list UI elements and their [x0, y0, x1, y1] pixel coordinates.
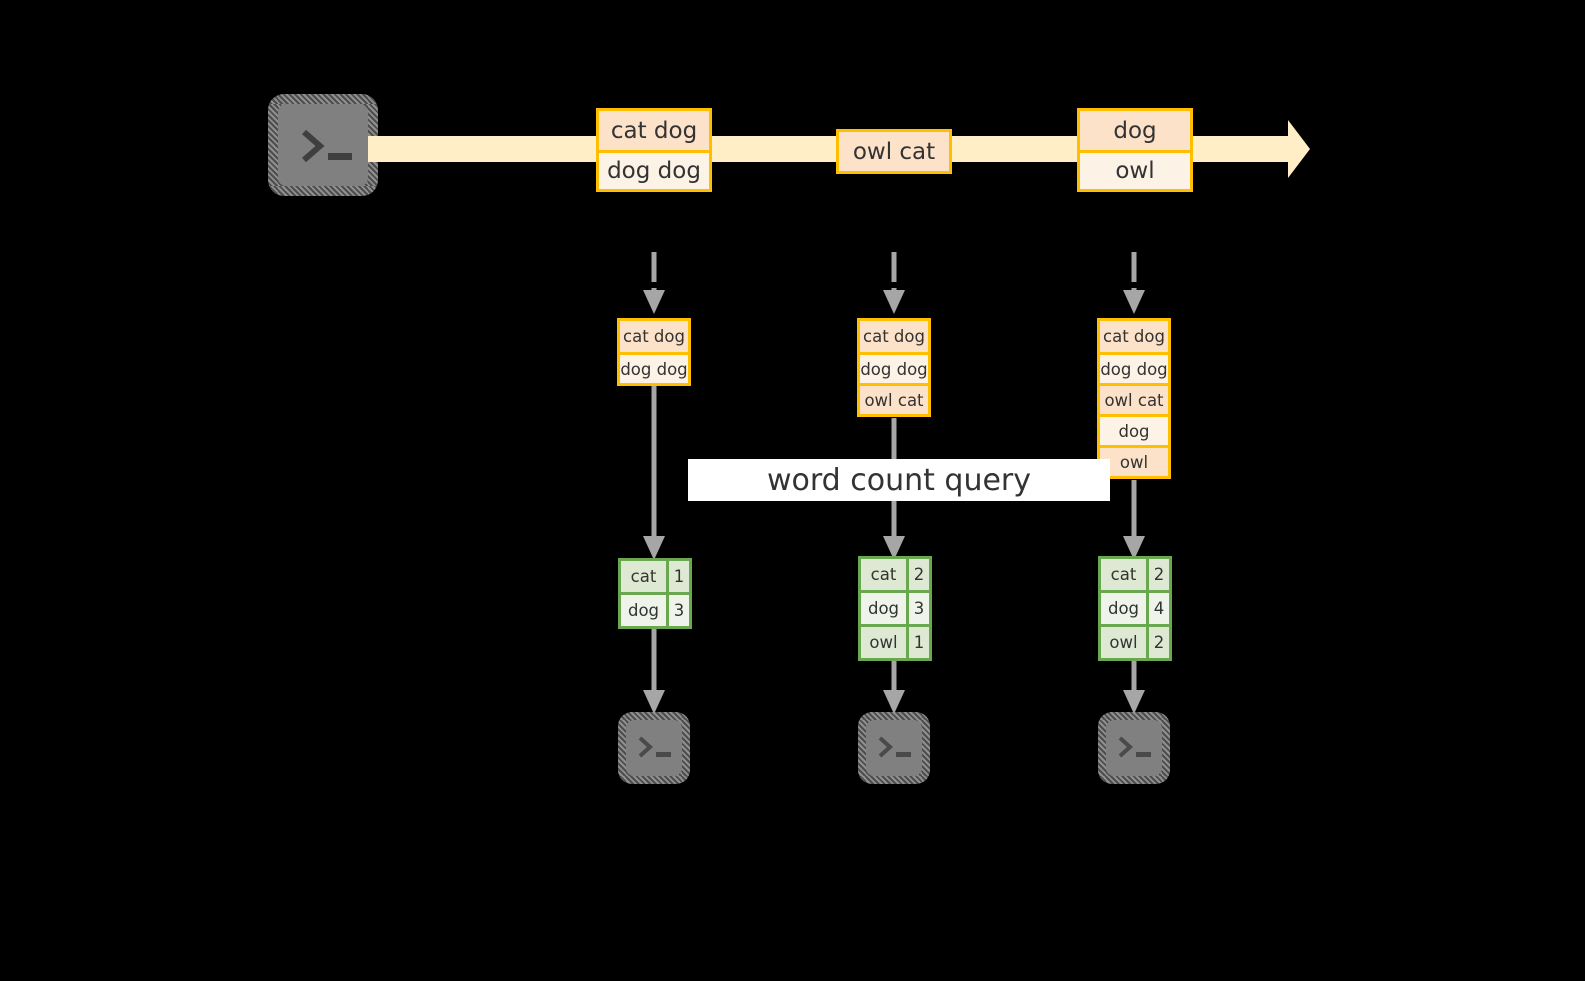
column-3-dashed-arrow-down-icon [1123, 252, 1145, 314]
stream-batch-2-row-1: owl cat [839, 132, 949, 171]
column-2-result-count-3: 1 [906, 627, 929, 658]
column-1-input-row-2: dog dog [620, 352, 688, 383]
column-3-input-row-5: owl [1100, 445, 1168, 476]
terminal-screen [626, 720, 682, 776]
table-row[interactable]: owl 1 [861, 624, 929, 658]
terminal-screen [1106, 720, 1162, 776]
column-2-result-count-2: 3 [906, 593, 929, 624]
stream-batch-3-row-1: dog [1080, 111, 1190, 150]
table-row[interactable]: dog 3 [621, 592, 689, 626]
stream-arrow-head-icon [1288, 120, 1310, 178]
column-2-result-word-2: dog [861, 593, 906, 624]
stream-batch-3-row-2: owl [1080, 150, 1190, 189]
table-row[interactable]: dog 3 [861, 590, 929, 624]
terminal-prompt-icon [878, 736, 911, 758]
column-2-result-table[interactable]: cat 2 dog 3 owl 1 [858, 556, 932, 661]
column-3-input-row-2: dog dog [1100, 352, 1168, 383]
column-1-sink-terminal-icon[interactable] [618, 712, 690, 784]
stream-batch-3[interactable]: dog owl [1077, 108, 1193, 192]
source-terminal-icon[interactable] [268, 94, 378, 196]
column-3-result-count-1: 2 [1146, 559, 1169, 590]
column-3-input-table[interactable]: cat dog dog dog owl cat dog owl [1097, 318, 1171, 479]
column-1-result-word-2: dog [621, 595, 666, 626]
terminal-prompt-icon [638, 736, 671, 758]
stream-batch-2[interactable]: owl cat [836, 129, 952, 174]
table-row[interactable]: cat 2 [861, 559, 929, 590]
column-2-input-row-3: owl cat [860, 383, 928, 414]
column-2-dashed-arrow-down-icon [883, 252, 905, 314]
column-2-sink-terminal-icon[interactable] [858, 712, 930, 784]
column-3-result-word-2: dog [1101, 593, 1146, 624]
table-row[interactable]: cat 2 [1101, 559, 1169, 590]
column-3-result-word-3: owl [1101, 627, 1146, 658]
column-3-input-row-4: dog [1100, 414, 1168, 445]
terminal-screen [278, 104, 368, 186]
column-3-result-count-2: 4 [1146, 593, 1169, 624]
column-3-result-word-1: cat [1101, 559, 1146, 590]
query-label: word count query [688, 459, 1110, 501]
column-1-result-count-2: 3 [666, 595, 689, 626]
column-1-sink-arrow-icon [643, 620, 665, 714]
column-1-dashed-arrow-down-icon [643, 252, 665, 314]
column-3-result-table[interactable]: cat 2 dog 4 owl 2 [1098, 556, 1172, 661]
column-1-query-arrow-icon [643, 386, 665, 560]
column-2-result-word-3: owl [861, 627, 906, 658]
column-2-input-row-1: cat dog [860, 321, 928, 352]
column-3-query-arrow-icon [1123, 480, 1145, 560]
column-2-result-word-1: cat [861, 559, 906, 590]
column-1-result-count-1: 1 [666, 561, 689, 592]
stream-batch-1-row-1: cat dog [599, 111, 709, 150]
column-3-input-row-1: cat dog [1100, 321, 1168, 352]
column-2-result-count-1: 2 [906, 559, 929, 590]
column-1-input-row-1: cat dog [620, 321, 688, 352]
stream-batch-1[interactable]: cat dog dog dog [596, 108, 712, 192]
column-3-sink-terminal-icon[interactable] [1098, 712, 1170, 784]
table-row[interactable]: owl 2 [1101, 624, 1169, 658]
column-2-input-row-2: dog dog [860, 352, 928, 383]
column-2-input-table[interactable]: cat dog dog dog owl cat [857, 318, 931, 417]
column-1-result-table[interactable]: cat 1 dog 3 [618, 558, 692, 629]
terminal-prompt-icon [302, 129, 352, 163]
terminal-prompt-icon [1118, 736, 1151, 758]
terminal-screen [866, 720, 922, 776]
table-row[interactable]: cat 1 [621, 561, 689, 592]
column-3-result-count-3: 2 [1146, 627, 1169, 658]
column-1-result-word-1: cat [621, 561, 666, 592]
stream-batch-1-row-2: dog dog [599, 150, 709, 189]
column-3-input-row-3: owl cat [1100, 383, 1168, 414]
column-1-input-table[interactable]: cat dog dog dog [617, 318, 691, 386]
table-row[interactable]: dog 4 [1101, 590, 1169, 624]
